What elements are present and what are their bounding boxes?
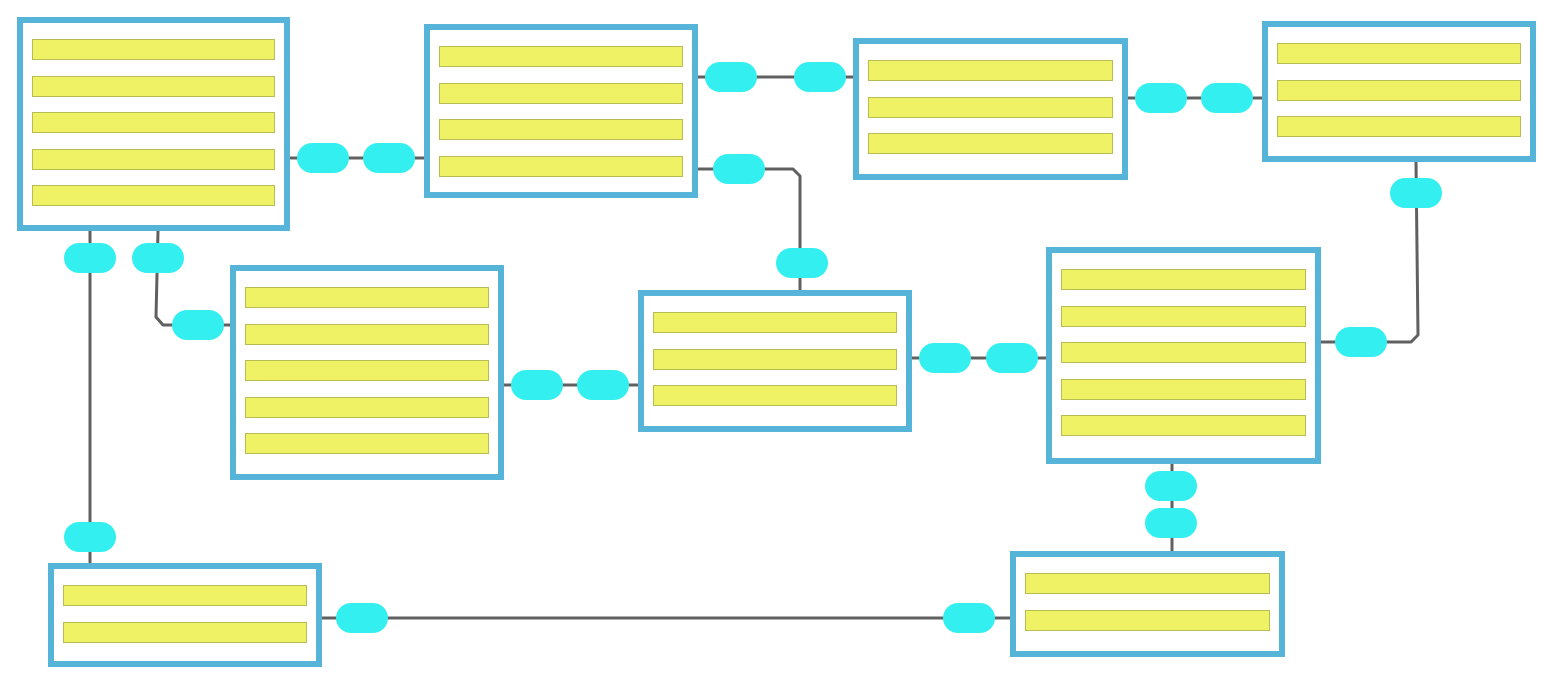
relationship-connector[interactable]: [1335, 327, 1387, 357]
relationship-connector[interactable]: [172, 310, 224, 340]
field-row[interactable]: [1025, 573, 1270, 594]
field-row[interactable]: [1277, 43, 1521, 64]
field-row[interactable]: [63, 621, 307, 643]
relationship-connector[interactable]: [297, 143, 349, 173]
field-row[interactable]: [1277, 116, 1521, 137]
relationship-connector[interactable]: [919, 343, 971, 373]
relationship-connector[interactable]: [1135, 83, 1187, 113]
field-row[interactable]: [245, 433, 489, 454]
relationship-connector[interactable]: [713, 154, 765, 184]
field-row[interactable]: [1061, 378, 1306, 400]
field-row[interactable]: [63, 585, 307, 606]
field-row[interactable]: [1061, 415, 1306, 436]
relationship-connector[interactable]: [986, 343, 1038, 373]
field-row[interactable]: [1061, 342, 1306, 363]
field-row[interactable]: [1061, 305, 1306, 327]
field-row[interactable]: [868, 96, 1113, 118]
entity-table-t6[interactable]: [638, 290, 912, 432]
field-row[interactable]: [868, 60, 1113, 81]
field-row[interactable]: [1025, 609, 1270, 631]
relationship-connector[interactable]: [1201, 83, 1253, 113]
entity-table-t8[interactable]: [48, 563, 322, 667]
relationship-connector[interactable]: [794, 62, 846, 92]
relationship-connector[interactable]: [577, 370, 629, 400]
field-row[interactable]: [439, 46, 683, 67]
field-row[interactable]: [1061, 269, 1306, 290]
field-row[interactable]: [653, 348, 897, 370]
relationship-connector[interactable]: [1145, 471, 1197, 501]
entity-table-t9[interactable]: [1010, 551, 1285, 657]
field-row[interactable]: [653, 385, 897, 406]
relationship-connector[interactable]: [705, 62, 757, 92]
field-row[interactable]: [32, 148, 275, 170]
field-row[interactable]: [245, 323, 489, 345]
field-row[interactable]: [653, 312, 897, 333]
relationship-connector[interactable]: [943, 603, 995, 633]
relationship-connector[interactable]: [64, 243, 116, 273]
entity-table-t5[interactable]: [230, 265, 504, 480]
entity-table-t4[interactable]: [1262, 21, 1536, 162]
field-row[interactable]: [32, 75, 275, 97]
relationship-connector[interactable]: [336, 603, 388, 633]
field-row[interactable]: [32, 39, 275, 60]
entity-table-t2[interactable]: [424, 24, 698, 198]
relationship-connector[interactable]: [776, 248, 828, 278]
relationship-connector[interactable]: [1390, 178, 1442, 208]
relationship-connector[interactable]: [511, 370, 563, 400]
field-row[interactable]: [245, 396, 489, 418]
entity-table-t7[interactable]: [1046, 247, 1321, 464]
relationship-connector[interactable]: [132, 243, 184, 273]
relationship-connector[interactable]: [64, 522, 116, 552]
relationship-connector[interactable]: [363, 143, 415, 173]
field-row[interactable]: [439, 155, 683, 177]
field-row[interactable]: [32, 112, 275, 133]
field-row[interactable]: [1277, 79, 1521, 101]
entity-table-t1[interactable]: [17, 17, 290, 231]
field-row[interactable]: [245, 287, 489, 308]
field-row[interactable]: [245, 360, 489, 381]
field-row[interactable]: [868, 133, 1113, 154]
entity-table-t3[interactable]: [853, 38, 1128, 180]
field-row[interactable]: [439, 119, 683, 140]
field-row[interactable]: [439, 82, 683, 104]
relationship-connector[interactable]: [1145, 508, 1197, 538]
field-row[interactable]: [32, 185, 275, 206]
